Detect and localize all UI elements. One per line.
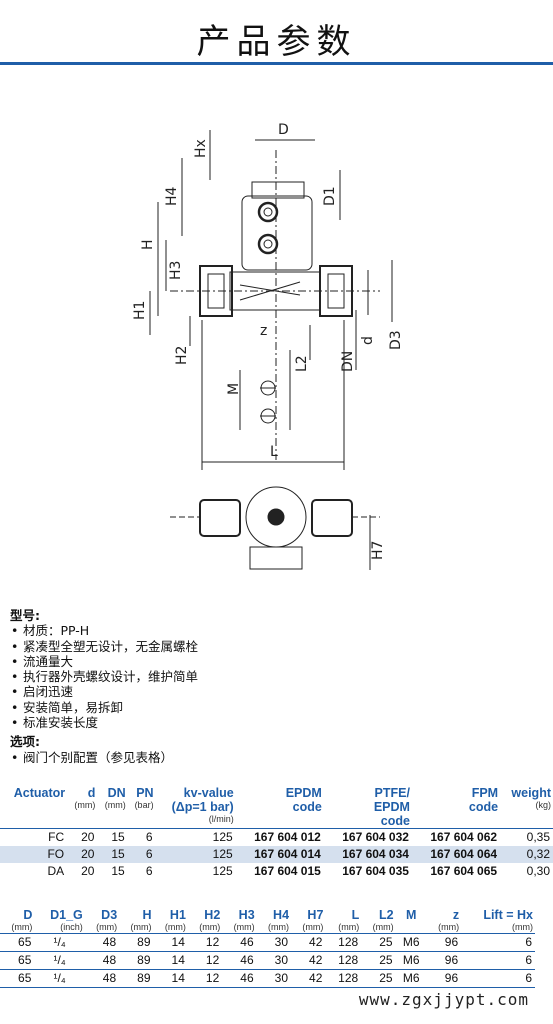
option-list: 阀门个别配置（参见表格） [10, 750, 310, 766]
col-H7: H7(mm) [302, 908, 324, 932]
table-row: FC 20 15 6 125 167 604 012 167 604 032 1… [48, 830, 550, 844]
col-z: z(mm) [438, 908, 460, 932]
label-m: M [226, 383, 242, 395]
label-l: L [270, 444, 278, 460]
col-H: H(mm) [130, 908, 152, 932]
label-d1: D1 [322, 186, 338, 206]
list-item: 流通量大 [11, 654, 310, 670]
list-item: 紧凑型全塑无设计，无金属螺栓 [11, 639, 310, 655]
label-d3: D3 [388, 330, 404, 350]
page-header: 产品参数 [0, 0, 553, 66]
col-weight: weight(kg) [511, 786, 551, 810]
port-upper [257, 201, 279, 223]
col-lift: Lift = Hx(mm) [483, 908, 533, 932]
spec-section: 型号: 材质：PP-H 紧凑型全塑无设计，无金属螺栓 流通量大 执行器外壳螺纹设… [10, 608, 310, 765]
col-L2: L2(mm) [372, 908, 394, 932]
header-divider [0, 62, 553, 65]
list-item: 阀门个别配置（参见表格） [11, 750, 310, 766]
col-dn: DN(mm) [104, 786, 126, 810]
port-lower [257, 233, 279, 255]
table-row: 65 ¹/₄ 48 89 14 12 46 30 42 128 25 M6 96… [0, 934, 535, 952]
label-z: z [260, 323, 267, 339]
col-H4: H4(mm) [268, 908, 290, 932]
order-code-table: Actuator d(mm) DN(mm) PN(bar) kv-value(Δ… [0, 786, 553, 880]
feature-list: 材质：PP-H 紧凑型全塑无设计，无金属螺栓 流通量大 执行器外壳螺纹设计，维护… [10, 623, 310, 730]
label-h2: H2 [174, 346, 190, 365]
label-l2: L2 [294, 355, 310, 372]
list-item: 执行器外壳螺纹设计，维护简单 [11, 669, 310, 685]
col-kv: kv-value(Δp=1 bar)(l/min) [171, 786, 234, 824]
table-header-row: Actuator d(mm) DN(mm) PN(bar) kv-value(Δ… [0, 786, 553, 829]
label-d-top: D [278, 122, 289, 138]
label-dn: DN [340, 351, 356, 372]
actuator-cap [251, 181, 305, 199]
label-h4: H4 [164, 186, 180, 206]
label-h3: H3 [168, 261, 184, 280]
technical-drawing: Hx D D1 H4 H H3 H1 H2 z L2 DN d D3 M L H… [132, 122, 404, 570]
table-row: DA 20 15 6 125 167 604 015 167 604 035 1… [47, 864, 550, 878]
col-actuator: Actuator [13, 786, 66, 800]
list-item: 启闭迅速 [11, 684, 310, 700]
table-row: FO 20 15 6 125 167 604 014 167 604 034 1… [0, 846, 553, 863]
options-heading: 选项: [10, 734, 40, 750]
table-row: 65 ¹/₄ 48 89 14 12 46 30 42 128 25 M6 96… [0, 970, 535, 988]
label-h: H [140, 239, 156, 250]
col-H1: H1(mm) [164, 908, 186, 932]
label-h7: H7 [370, 541, 386, 560]
col-H2: H2(mm) [199, 908, 221, 932]
col-D1_G: D1_G(inch) [50, 908, 83, 932]
union-left [199, 265, 233, 317]
model-heading: 型号: [10, 608, 40, 623]
col-D3: D3(mm) [96, 908, 118, 932]
label-d-small: d [360, 336, 376, 345]
label-h1: H1 [132, 301, 148, 320]
list-item: 安装简单，易拆卸 [11, 700, 310, 716]
list-item: 材质：PP-H [11, 623, 310, 639]
list-item: 标准安装长度 [11, 715, 310, 731]
col-L: L(mm) [338, 908, 360, 932]
col-H3: H3(mm) [233, 908, 255, 932]
table-row: 65 ¹/₄ 48 89 14 12 46 30 42 128 25 M6 96… [0, 952, 535, 970]
col-M: M [405, 908, 417, 922]
actuator-body [241, 195, 313, 271]
col-D: D(mm) [11, 908, 33, 932]
col-pn: PN(bar) [134, 786, 154, 810]
watermark: www.zgxjjypt.com [358, 990, 529, 1009]
col-d: d(mm) [74, 786, 96, 810]
dimension-table: D(mm) D1_G(inch) D3(mm) H(mm) H1(mm) H2(… [0, 908, 535, 988]
label-hx: Hx [193, 139, 209, 158]
table-header-row: D(mm) D1_G(inch) D3(mm) H(mm) H1(mm) H2(… [0, 908, 535, 934]
page-title: 产品参数 [196, 22, 357, 62]
